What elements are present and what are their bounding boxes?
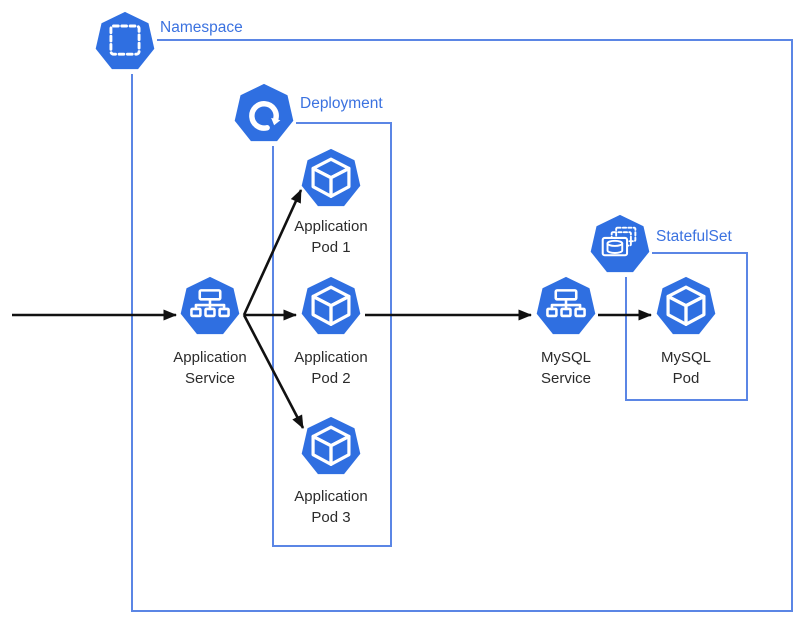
k8s-deployment-icon xyxy=(232,82,296,146)
k8s-pod-icon xyxy=(299,147,363,211)
statefulset-label: StatefulSet xyxy=(656,228,732,245)
application-pod-3-label: Application Pod 3 xyxy=(294,488,368,526)
k8s-pod-icon xyxy=(654,275,718,339)
deployment-label: Deployment xyxy=(300,95,383,112)
k8s-pod-icon xyxy=(299,275,363,339)
application-pod-2-label: Application Pod 2 xyxy=(294,349,368,387)
k8s-namespace-icon xyxy=(93,10,157,74)
application-service-label: Application Service xyxy=(173,349,247,387)
application-pod-1-label: Application Pod 1 xyxy=(294,218,368,256)
k8s-service-icon xyxy=(178,275,242,339)
mysql-service-label: MySQL Service xyxy=(540,349,592,387)
k8s-service-icon xyxy=(534,275,598,339)
namespace-boundary-box xyxy=(131,39,793,612)
namespace-label: Namespace xyxy=(160,19,243,36)
mysql-pod-label: MySQL Pod xyxy=(660,349,711,387)
k8s-statefulset-icon xyxy=(588,213,652,277)
statefulset-boundary-box xyxy=(625,252,748,401)
k8s-pod-icon xyxy=(299,415,363,479)
